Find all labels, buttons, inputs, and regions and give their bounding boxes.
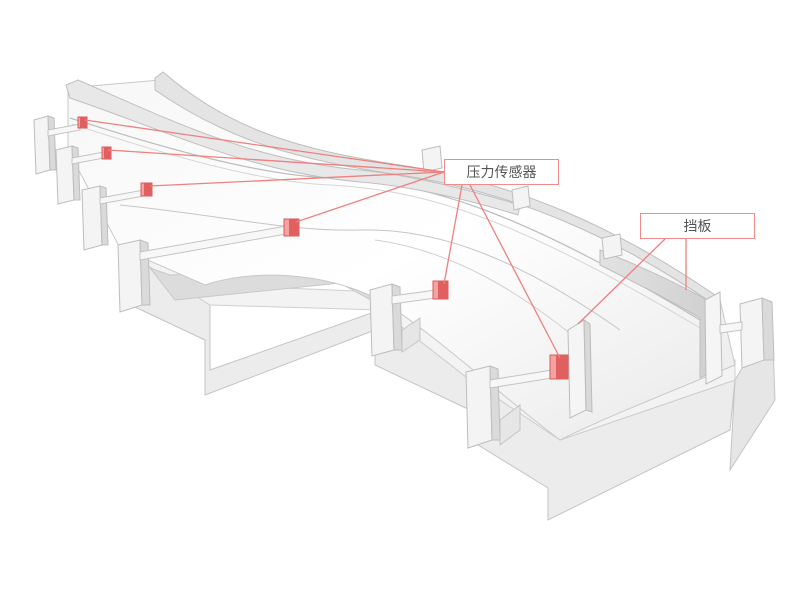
pressure-sensors	[77, 116, 569, 380]
sensor-4	[283, 218, 300, 237]
baffle-label-text: 挡板	[683, 219, 712, 235]
sensor-3	[140, 182, 153, 197]
post-right-2	[511, 185, 531, 211]
sensor-1	[77, 116, 88, 129]
post-left-3	[81, 185, 109, 251]
sensor-6	[549, 354, 569, 380]
sensor-2	[101, 146, 112, 160]
post-right-1	[421, 145, 443, 173]
left-wall	[65, 79, 521, 216]
baffle-plate	[567, 291, 723, 419]
post-right-4	[739, 297, 775, 369]
post-left-1	[33, 115, 57, 175]
pressure-sensor-label-text: 压力传感器	[466, 165, 537, 181]
baffle-leader-lines	[577, 238, 687, 325]
post-left-2	[55, 145, 81, 205]
pressure-sensor-label: 压力传感器	[444, 159, 559, 185]
post-right-3	[601, 233, 623, 260]
connecting-rods	[47, 123, 743, 389]
baffle-label: 挡板	[640, 213, 755, 239]
sensor-leader-lines	[84, 119, 561, 359]
sensor-5	[432, 280, 449, 300]
